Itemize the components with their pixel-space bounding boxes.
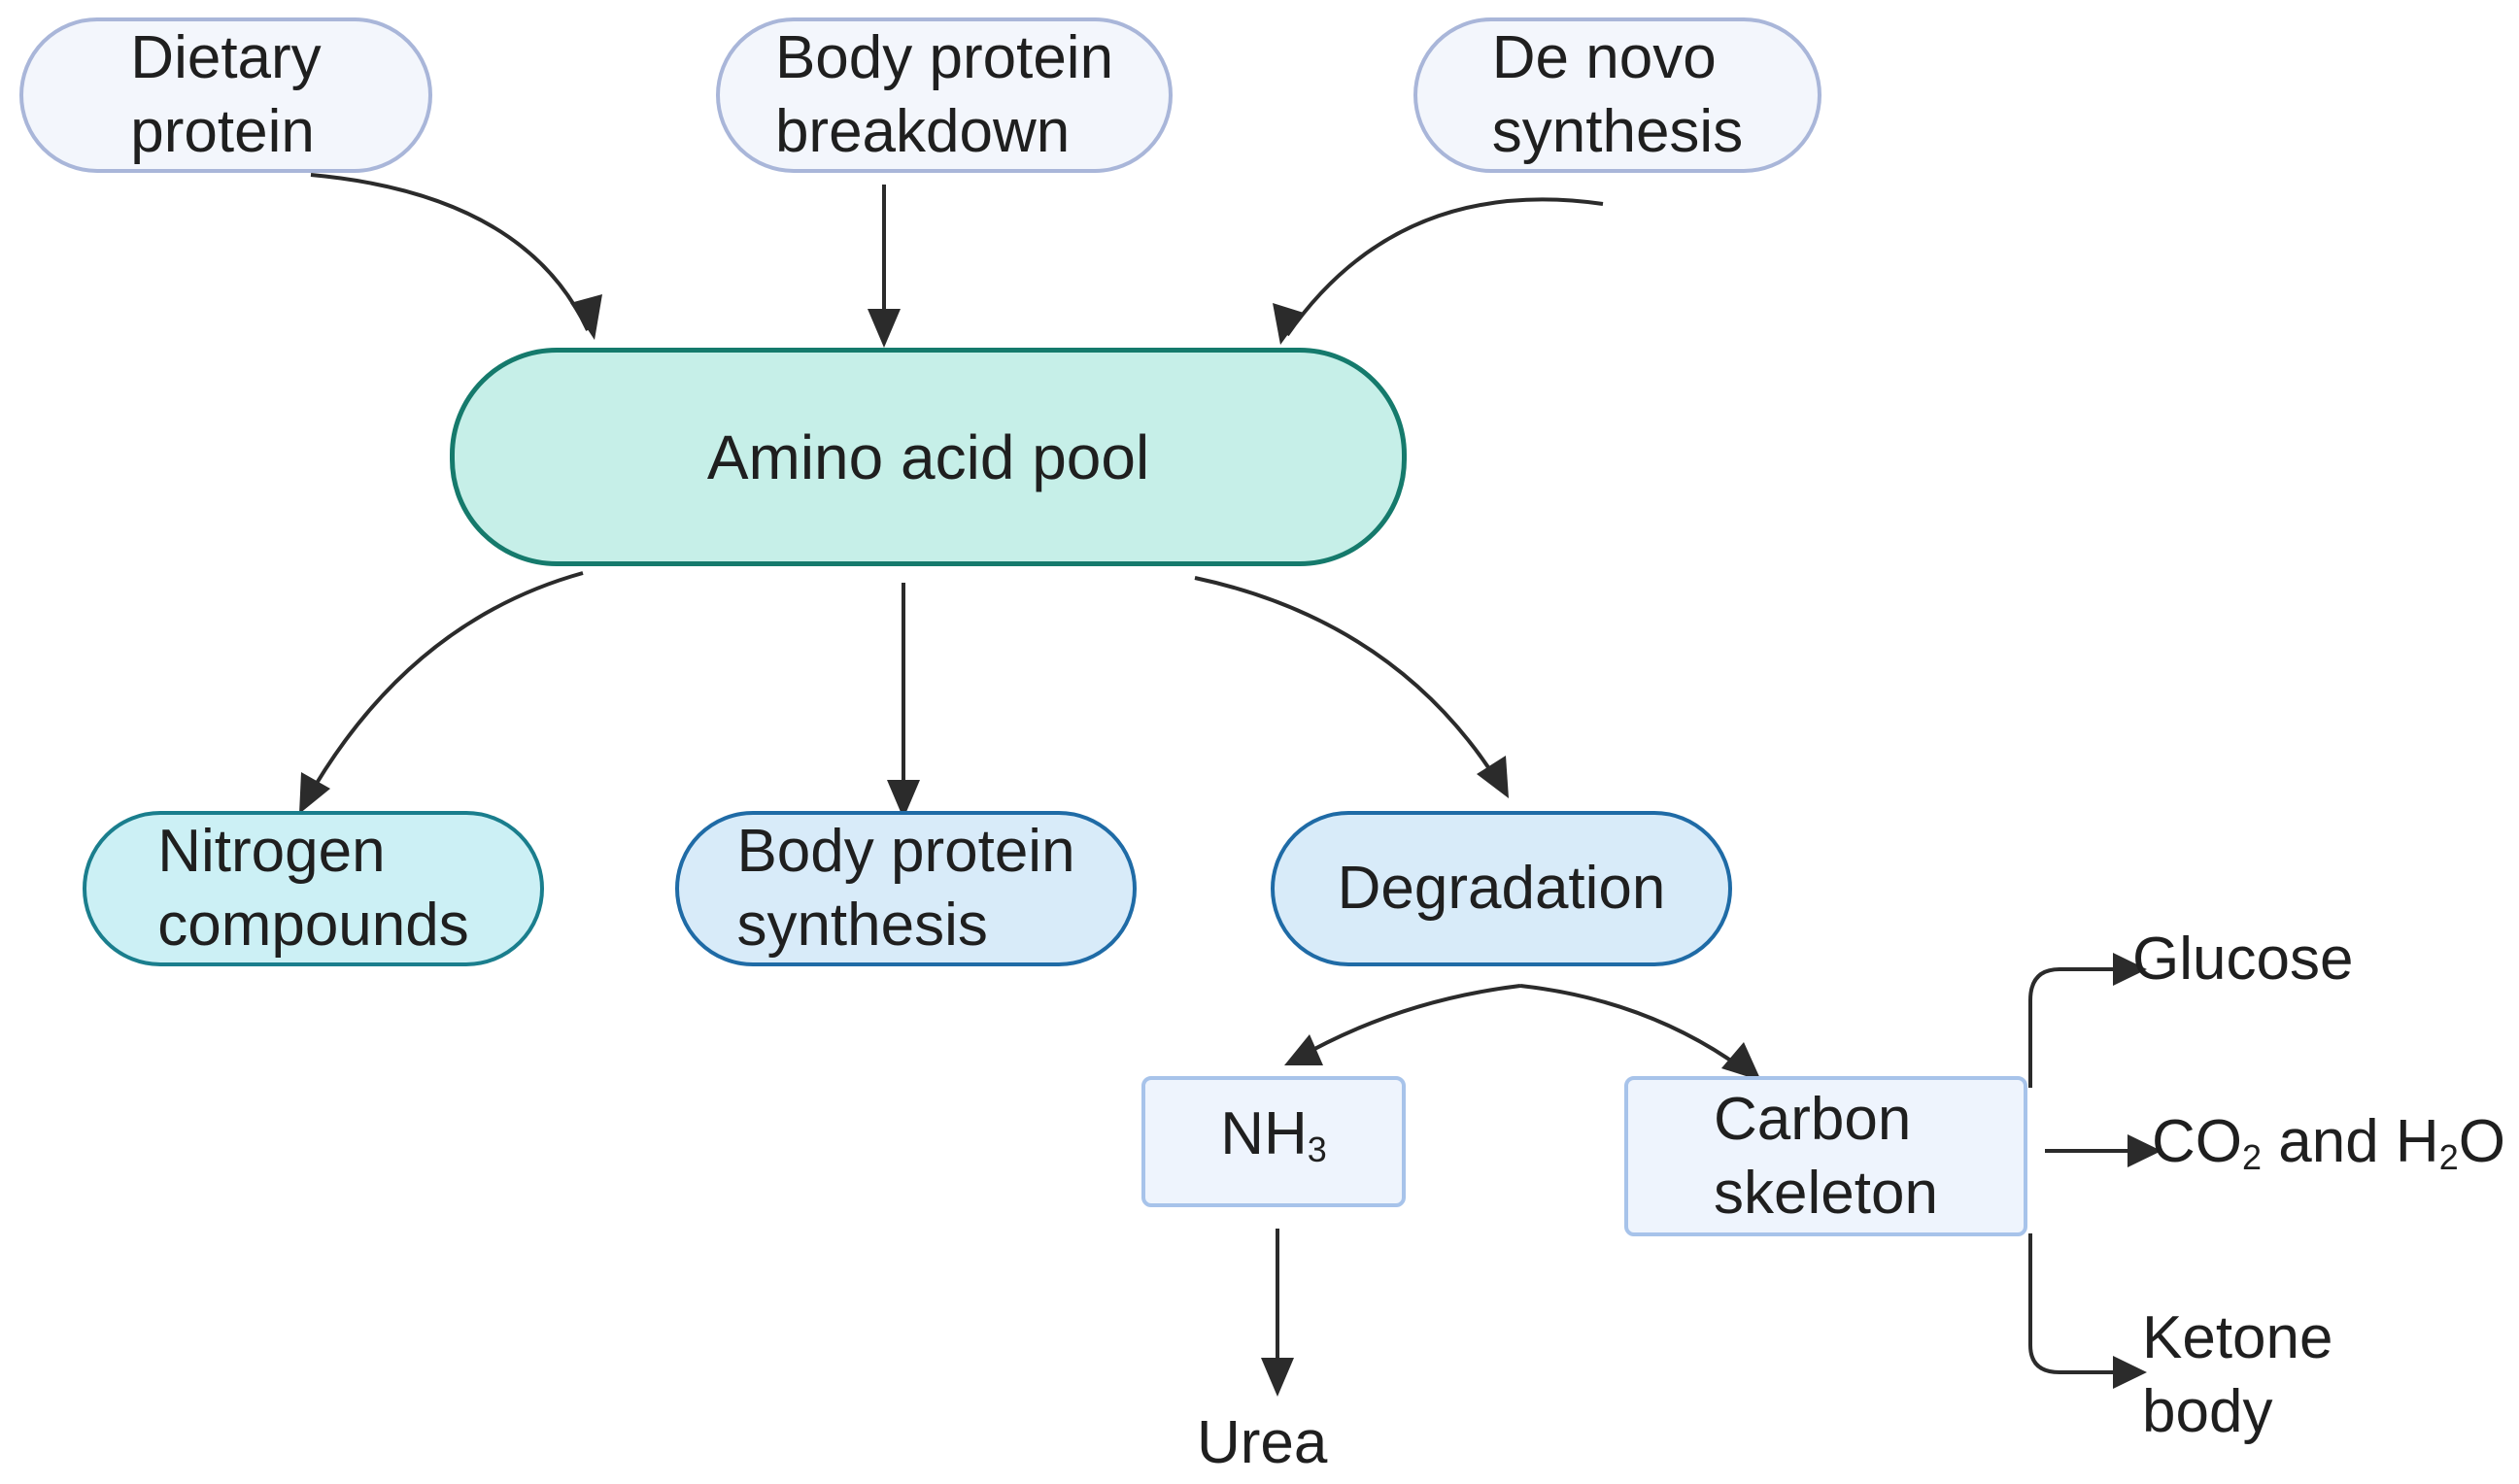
node-de-novo-synthesis: De novo synthesis [1413, 17, 1821, 173]
node-denovo-line1: De novo [1491, 24, 1717, 91]
arrowhead [1284, 1034, 1323, 1065]
co2-sub2: 2 [2438, 1137, 2459, 1177]
node-nh3-label: NH3 [1220, 1097, 1327, 1187]
co2-part1: CO [2152, 1108, 2242, 1175]
node-synthesis-line2: synthesis [736, 892, 988, 959]
arrowhead [2128, 1134, 2162, 1167]
arrowhead [887, 780, 920, 819]
node-degradation-label: Degradation [1337, 855, 1666, 922]
arrowhead [570, 294, 602, 340]
node-nitrogen-line2: compounds [157, 892, 469, 959]
arrow-dietary-to-pool [310, 173, 590, 331]
arrow-carbon-to-glucose [2028, 967, 2132, 1088]
arrow-pool-to-nitrogen [304, 571, 584, 802]
arrow-degradation-to-carbon [1519, 984, 1751, 1075]
node-carbon-line2: skeleton [1714, 1159, 1938, 1227]
node-amino-acid-pool-label: Amino acid pool [706, 422, 1150, 492]
nh3-sub: 3 [1307, 1129, 1327, 1169]
node-nitrogen-line1: Nitrogen [157, 818, 386, 885]
arrow-pool-to-degradation [1194, 576, 1503, 789]
node-body-protein-synthesis: Body protein synthesis [675, 811, 1137, 966]
node-synthesis-line1: Body protein [736, 818, 1075, 885]
node-denovo-line2: synthesis [1491, 98, 1744, 165]
arrowhead [1477, 756, 1509, 798]
ketone-line2: body [2142, 1378, 2273, 1445]
node-body-protein-breakdown: Body protein breakdown [716, 17, 1173, 173]
arrowhead [1261, 1358, 1294, 1397]
node-breakdown-line2: breakdown [774, 98, 1071, 165]
node-nitrogen-compounds: Nitrogen compounds [83, 811, 544, 966]
arrowhead [2113, 1356, 2147, 1389]
arrow-denovo-to-pool [1285, 197, 1604, 337]
arrow-degradation-to-nh3 [1296, 984, 1521, 1061]
node-dietary-protein-line2: protein [130, 98, 315, 165]
node-dietary-protein: Dietary protein [19, 17, 432, 173]
arrowhead [868, 309, 901, 348]
arrowhead [1721, 1042, 1761, 1081]
arrowhead [299, 772, 330, 814]
node-amino-acid-pool: Amino acid pool [450, 348, 1407, 566]
node-breakdown-line1: Body protein [774, 24, 1114, 91]
label-ketone-body: Ketone body [2142, 1301, 2333, 1449]
label-urea: Urea [1197, 1409, 1328, 1476]
ketone-line1: Ketone [2142, 1304, 2333, 1371]
label-co2-h2o: CO2 and H2O [2152, 1105, 2505, 1195]
arrow-carbon-to-ketone [2028, 1233, 2132, 1374]
label-glucose: Glucose [2132, 926, 2354, 993]
co2-part2: and H [2262, 1108, 2439, 1175]
node-carbon-line1: Carbon [1714, 1085, 1912, 1153]
co2-part3: O [2458, 1108, 2505, 1175]
node-degradation: Degradation [1271, 811, 1732, 966]
node-nh3: NH3 [1141, 1076, 1406, 1207]
nh3-base: NH [1220, 1099, 1308, 1167]
arrowhead [1273, 303, 1304, 345]
co2-sub1: 2 [2242, 1137, 2263, 1177]
node-dietary-protein-line1: Dietary [130, 24, 322, 91]
arrowhead [2113, 953, 2147, 986]
